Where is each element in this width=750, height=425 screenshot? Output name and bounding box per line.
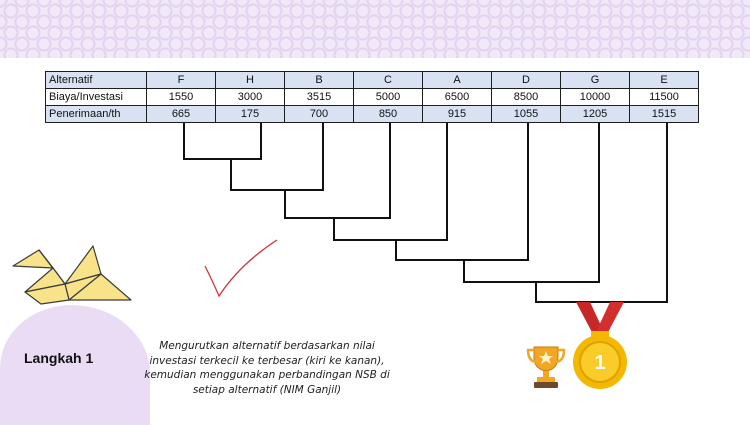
table-cell: 665 xyxy=(146,105,216,123)
table-cell: 1055 xyxy=(491,105,561,123)
bracket-g-e xyxy=(535,123,668,303)
bracket-a-d xyxy=(395,123,529,261)
table-cell: 8500 xyxy=(491,88,561,106)
gold-medal-icon: 1 xyxy=(573,302,627,389)
table-cell: 3000 xyxy=(215,88,285,106)
trophy-icon xyxy=(526,346,566,388)
medal-number: 1 xyxy=(594,352,605,374)
bracket-f-h xyxy=(183,123,262,160)
row-label: Biaya/Investasi xyxy=(45,88,147,106)
table-header-row: Alternatif F H B C A D G E xyxy=(45,71,699,89)
step-description: Mengurutkan alternatif berdasarkan nilai… xyxy=(144,340,390,396)
table-cell: 850 xyxy=(353,105,423,123)
bracket-d-g xyxy=(463,123,600,283)
table-row-revenue: Penerimaan/th 665 175 700 850 915 1055 1… xyxy=(45,105,699,123)
column-header: H xyxy=(215,71,285,89)
decorative-banner xyxy=(0,0,750,58)
step-title: Langkah 1 xyxy=(24,350,94,366)
table-cell: 915 xyxy=(422,105,492,123)
decorative-blob xyxy=(0,305,150,425)
table-cell: 11500 xyxy=(629,88,699,106)
column-header: C xyxy=(353,71,423,89)
table-row-investment: Biaya/Investasi 1550 3000 3515 5000 6500… xyxy=(45,88,699,106)
column-header: F xyxy=(146,71,216,89)
table-cell: 6500 xyxy=(422,88,492,106)
bracket-b-c xyxy=(284,123,391,219)
table-cell: 1515 xyxy=(629,105,699,123)
column-header: E xyxy=(629,71,699,89)
column-header: A xyxy=(422,71,492,89)
table-cell: 175 xyxy=(215,105,285,123)
column-header: D xyxy=(491,71,561,89)
table-cell: 1205 xyxy=(560,105,630,123)
table-cell: 700 xyxy=(284,105,354,123)
paper-crane-icon xyxy=(12,245,132,305)
row-label: Penerimaan/th xyxy=(45,105,147,123)
bracket-c-a xyxy=(333,123,448,241)
alternatives-table-container: Alternatif F H B C A D G E Biaya/Investa… xyxy=(45,71,699,123)
alternatives-table: Alternatif F H B C A D G E Biaya/Investa… xyxy=(45,71,699,123)
bracket-fh-b xyxy=(230,123,324,191)
table-cell: 5000 xyxy=(353,88,423,106)
table-cell: 3515 xyxy=(284,88,354,106)
check-mark-icon xyxy=(204,239,278,298)
